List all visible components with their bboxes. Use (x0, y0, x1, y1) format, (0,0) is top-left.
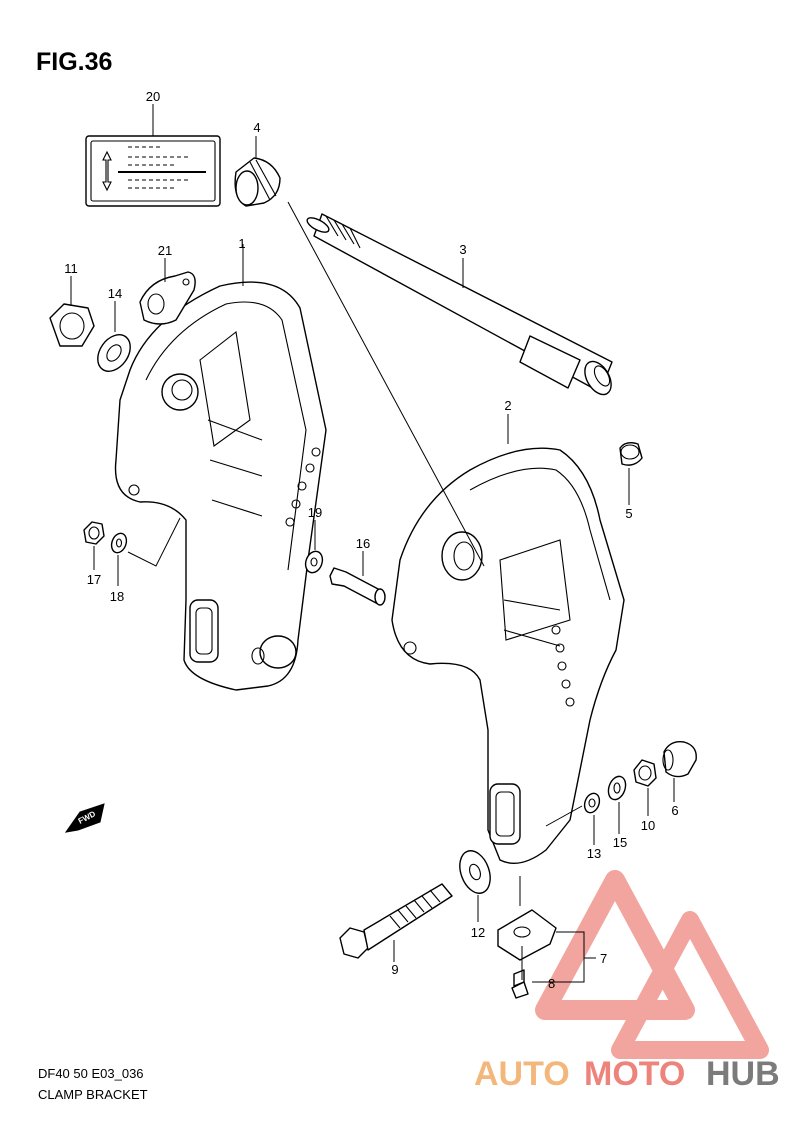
pin-part (329, 567, 386, 606)
callout-5: 5 (625, 506, 632, 521)
shaft-part (306, 213, 613, 396)
callout-12: 12 (471, 925, 485, 940)
callout-11: 11 (64, 261, 78, 276)
screw-part (511, 969, 529, 999)
fwd-arrow-icon: FWD (64, 803, 105, 833)
callout-7: 7 (600, 951, 607, 966)
watermark-part-auto: AUTO (474, 1055, 570, 1093)
callout-1: 1 (238, 236, 245, 251)
callout-4: 4 (253, 120, 260, 135)
bushing-part (234, 157, 281, 207)
washer-small-part (583, 792, 601, 814)
callout-17: 17 (87, 572, 101, 587)
washer-left-part (110, 532, 128, 554)
callout-8: 8 (548, 976, 555, 991)
callout-15: 15 (613, 835, 627, 850)
callout-10: 10 (641, 818, 655, 833)
large-washer-part (459, 850, 491, 894)
callout-19: 19 (308, 505, 322, 520)
cap-part (662, 741, 697, 778)
callout-numbers: 20 4 3 1 2 11 14 21 5 6 10 15 13 12 9 7 … (64, 89, 678, 991)
washer-mid-part (304, 550, 324, 574)
watermark-text: AUTO MOTO HUB (474, 1055, 780, 1093)
callout-16: 16 (356, 536, 370, 551)
decal-label-part (85, 135, 221, 207)
washer-part (97, 334, 131, 372)
figure-code: DF40 50 E03_036 (38, 1066, 144, 1081)
figure-caption: CLAMP BRACKET (38, 1087, 148, 1102)
callout-3: 3 (459, 242, 466, 257)
left-clamp-bracket-part (114, 281, 327, 691)
washer-right-part (607, 775, 627, 801)
bolt-part (339, 883, 453, 959)
watermark-logo (535, 870, 769, 1059)
callout-2: 2 (504, 398, 511, 413)
callout-9: 9 (391, 962, 398, 977)
figure-title: FIG.36 (36, 48, 113, 76)
callout-13: 13 (587, 846, 601, 861)
nut-part (49, 303, 95, 347)
callout-14: 14 (108, 286, 122, 301)
nut-small-part (633, 759, 657, 787)
leader-lines (70, 104, 675, 983)
watermark-part-moto: MOTO (584, 1055, 685, 1093)
small-bushing-part (619, 441, 643, 466)
pad-part (497, 909, 557, 961)
nut-left-part (83, 521, 105, 545)
callout-21: 21 (158, 243, 172, 258)
watermark-part-hub: HUB (706, 1055, 780, 1093)
callout-20: 20 (146, 89, 160, 104)
plate-part (139, 271, 196, 325)
callout-6: 6 (671, 803, 678, 818)
callout-18: 18 (110, 589, 124, 604)
